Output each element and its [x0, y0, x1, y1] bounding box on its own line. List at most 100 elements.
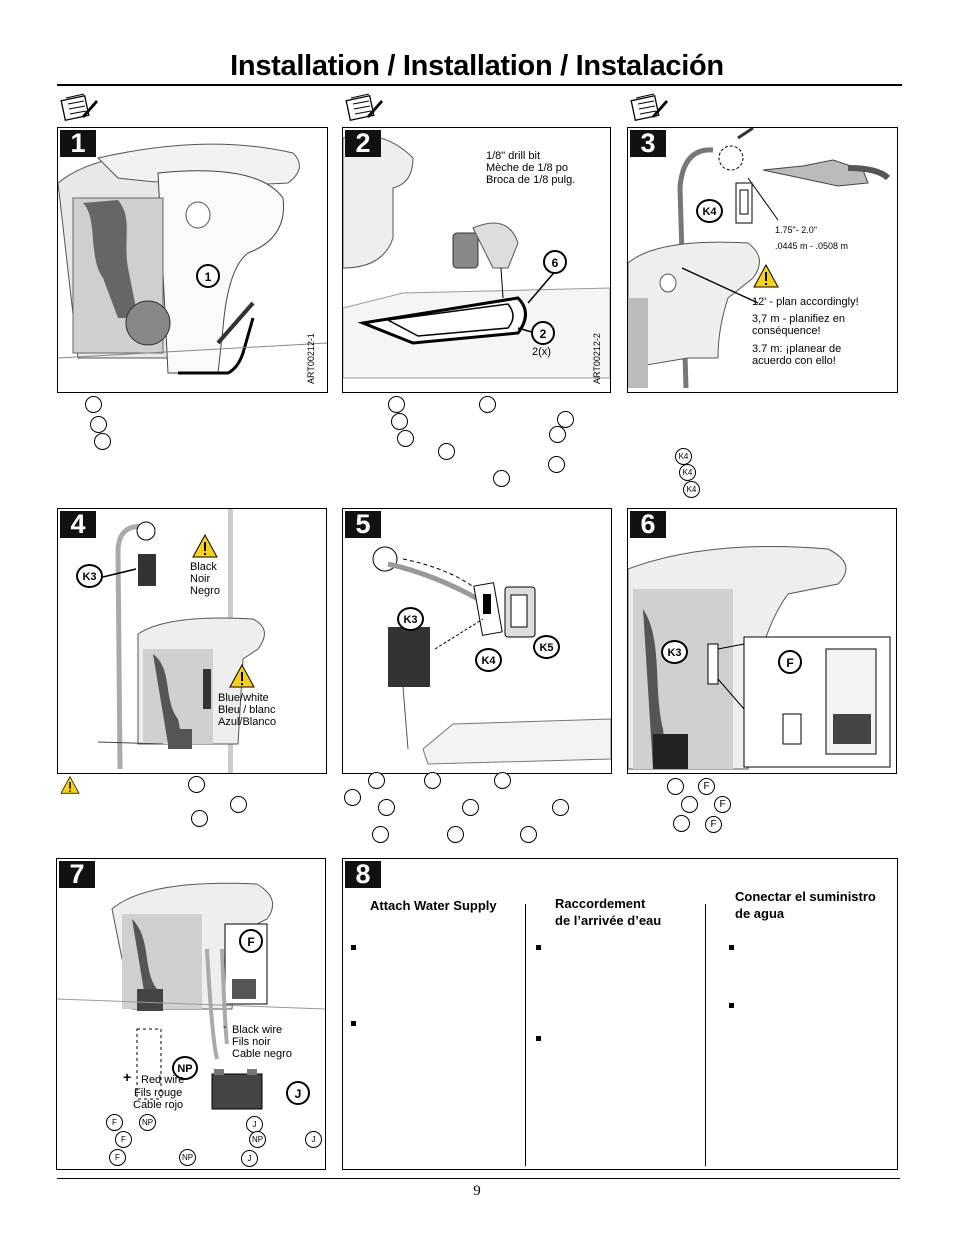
- callout-2: 2: [531, 321, 555, 345]
- drill-illustration: [343, 135, 610, 379]
- note-en: 12' - plan accordingly!: [752, 296, 859, 308]
- step-number: 3: [630, 130, 666, 157]
- callout-6: 6: [543, 250, 567, 274]
- ref-circle: [557, 411, 574, 428]
- note-fr-1: 3,7 m - planifiez en: [752, 313, 845, 325]
- step-number: 2: [345, 130, 381, 157]
- notepad-icon: [345, 93, 383, 122]
- drill-label-fr: Mèche de 1/8 po: [486, 162, 568, 174]
- bullet: [536, 1036, 541, 1041]
- warning-icon: [60, 776, 80, 794]
- col3-title-2: de agua: [735, 906, 785, 921]
- black-fr: Noir: [190, 573, 211, 585]
- red-wire-es: Cable rojo: [133, 1099, 184, 1111]
- black-es: Negro: [190, 585, 220, 597]
- hose-illustration: [628, 128, 891, 389]
- warning-icon: [753, 264, 779, 288]
- quantity-label: 2(x): [532, 346, 551, 358]
- ref-circle: [188, 776, 205, 793]
- red-wire-en: Red wire: [141, 1074, 185, 1086]
- step-number: 7: [59, 861, 95, 888]
- step-number: 1: [60, 130, 96, 157]
- black-wire-en: Black wire: [232, 1024, 283, 1036]
- step-number: 5: [345, 511, 381, 538]
- step-number: 6: [630, 511, 666, 538]
- warning-icon: [192, 534, 218, 558]
- page-title: Installation / Installation / Instalació…: [230, 50, 724, 82]
- col2-title-2: de l’arrivée d’eau: [555, 913, 662, 928]
- column-divider: [525, 904, 526, 1166]
- ref-circle: [191, 810, 208, 827]
- ref-circle: [549, 426, 566, 443]
- bullet: [729, 945, 734, 950]
- note-es-1: 3.7 m: ¡planear de: [752, 343, 842, 355]
- notepad-icon: [60, 93, 98, 122]
- black-wire-fr: Fils noir: [232, 1036, 271, 1048]
- callout-1: 1: [196, 264, 220, 288]
- callout-np: NP: [172, 1056, 198, 1080]
- minus-sign: -: [223, 1021, 227, 1033]
- ref-circle: [344, 789, 361, 806]
- ref-circle: [397, 430, 414, 447]
- ref-circle: [388, 396, 405, 413]
- switch-illustration: [372, 546, 611, 765]
- footer-rule: [57, 1178, 900, 1179]
- ref-j: J: [241, 1150, 258, 1167]
- ref-circle: [90, 416, 107, 433]
- ref-circle: [548, 456, 565, 473]
- callout-k4: K4: [475, 648, 502, 672]
- bullet: [351, 945, 356, 950]
- col1-title: Attach Water Supply: [370, 898, 497, 913]
- ref-circle: [94, 433, 111, 450]
- col2-title-1: Raccordement: [555, 896, 646, 911]
- step-5-panel: 5 K3 K4 K5: [342, 508, 612, 774]
- callout-f: F: [239, 929, 263, 953]
- ref-circle: [552, 799, 569, 816]
- bullet: [536, 945, 541, 950]
- ref-circle: [493, 470, 510, 487]
- step-number: 8: [345, 861, 381, 888]
- callout-k5: K5: [533, 635, 560, 659]
- step-4-panel: 4 K3 Black Noir Negro Blue/white Bleu / …: [57, 508, 327, 774]
- battery-illustration: [57, 882, 325, 1110]
- step-3-panel: 3 K4 1.75"- 2.0" .0445 m - .0508 m 12' -…: [627, 127, 898, 393]
- step-2-panel: 2 1/8" drill bit Mèche de 1/8 po Broca d…: [342, 127, 611, 393]
- notepad-icon: [630, 93, 668, 122]
- ref-circle: [391, 413, 408, 430]
- dimension-inches: 1.75"- 2.0": [775, 225, 817, 235]
- callout-j: J: [286, 1081, 310, 1105]
- ref-f: F: [705, 816, 722, 833]
- note-fr-2: conséquence!: [752, 325, 821, 337]
- ref-circle: [520, 826, 537, 843]
- dimension-meters: .0445 m - .0508 m: [775, 241, 849, 251]
- red-wire-fr: Fils rouge: [134, 1087, 183, 1099]
- ref-circle: [667, 778, 684, 795]
- step-1-panel: 1 1 ART00212-1: [57, 127, 328, 393]
- ref-circle: [230, 796, 247, 813]
- bluewhite-en: Blue/white: [218, 692, 269, 704]
- ref-k4: K4: [679, 464, 696, 481]
- bullet: [729, 1003, 734, 1008]
- ref-circle: [673, 815, 690, 832]
- ref-circle: [378, 799, 395, 816]
- ref-circle: [368, 772, 385, 789]
- callout-k3: K3: [661, 640, 688, 664]
- connector-illustration: [628, 546, 891, 770]
- ref-j: J: [305, 1131, 322, 1148]
- ref-f: F: [698, 778, 715, 795]
- bluewhite-fr: Bleu / blanc: [218, 704, 276, 716]
- art-code: ART00212-2: [592, 333, 602, 384]
- ref-circle: [85, 396, 102, 413]
- ref-np: NP: [139, 1114, 156, 1131]
- note-es-2: acuerdo con ello!: [752, 355, 836, 367]
- ref-f: F: [109, 1149, 126, 1166]
- wiring-illustration: [97, 509, 265, 773]
- ref-f: F: [106, 1114, 123, 1131]
- ref-k4: K4: [683, 481, 700, 498]
- warning-icon: [229, 664, 255, 688]
- ref-circle: [681, 796, 698, 813]
- ref-circle: [462, 799, 479, 816]
- step-7-panel: 7 F - Black wire Fils noir Cable negro N…: [56, 858, 326, 1170]
- black-en: Black: [190, 561, 217, 573]
- ref-k4: K4: [675, 448, 692, 465]
